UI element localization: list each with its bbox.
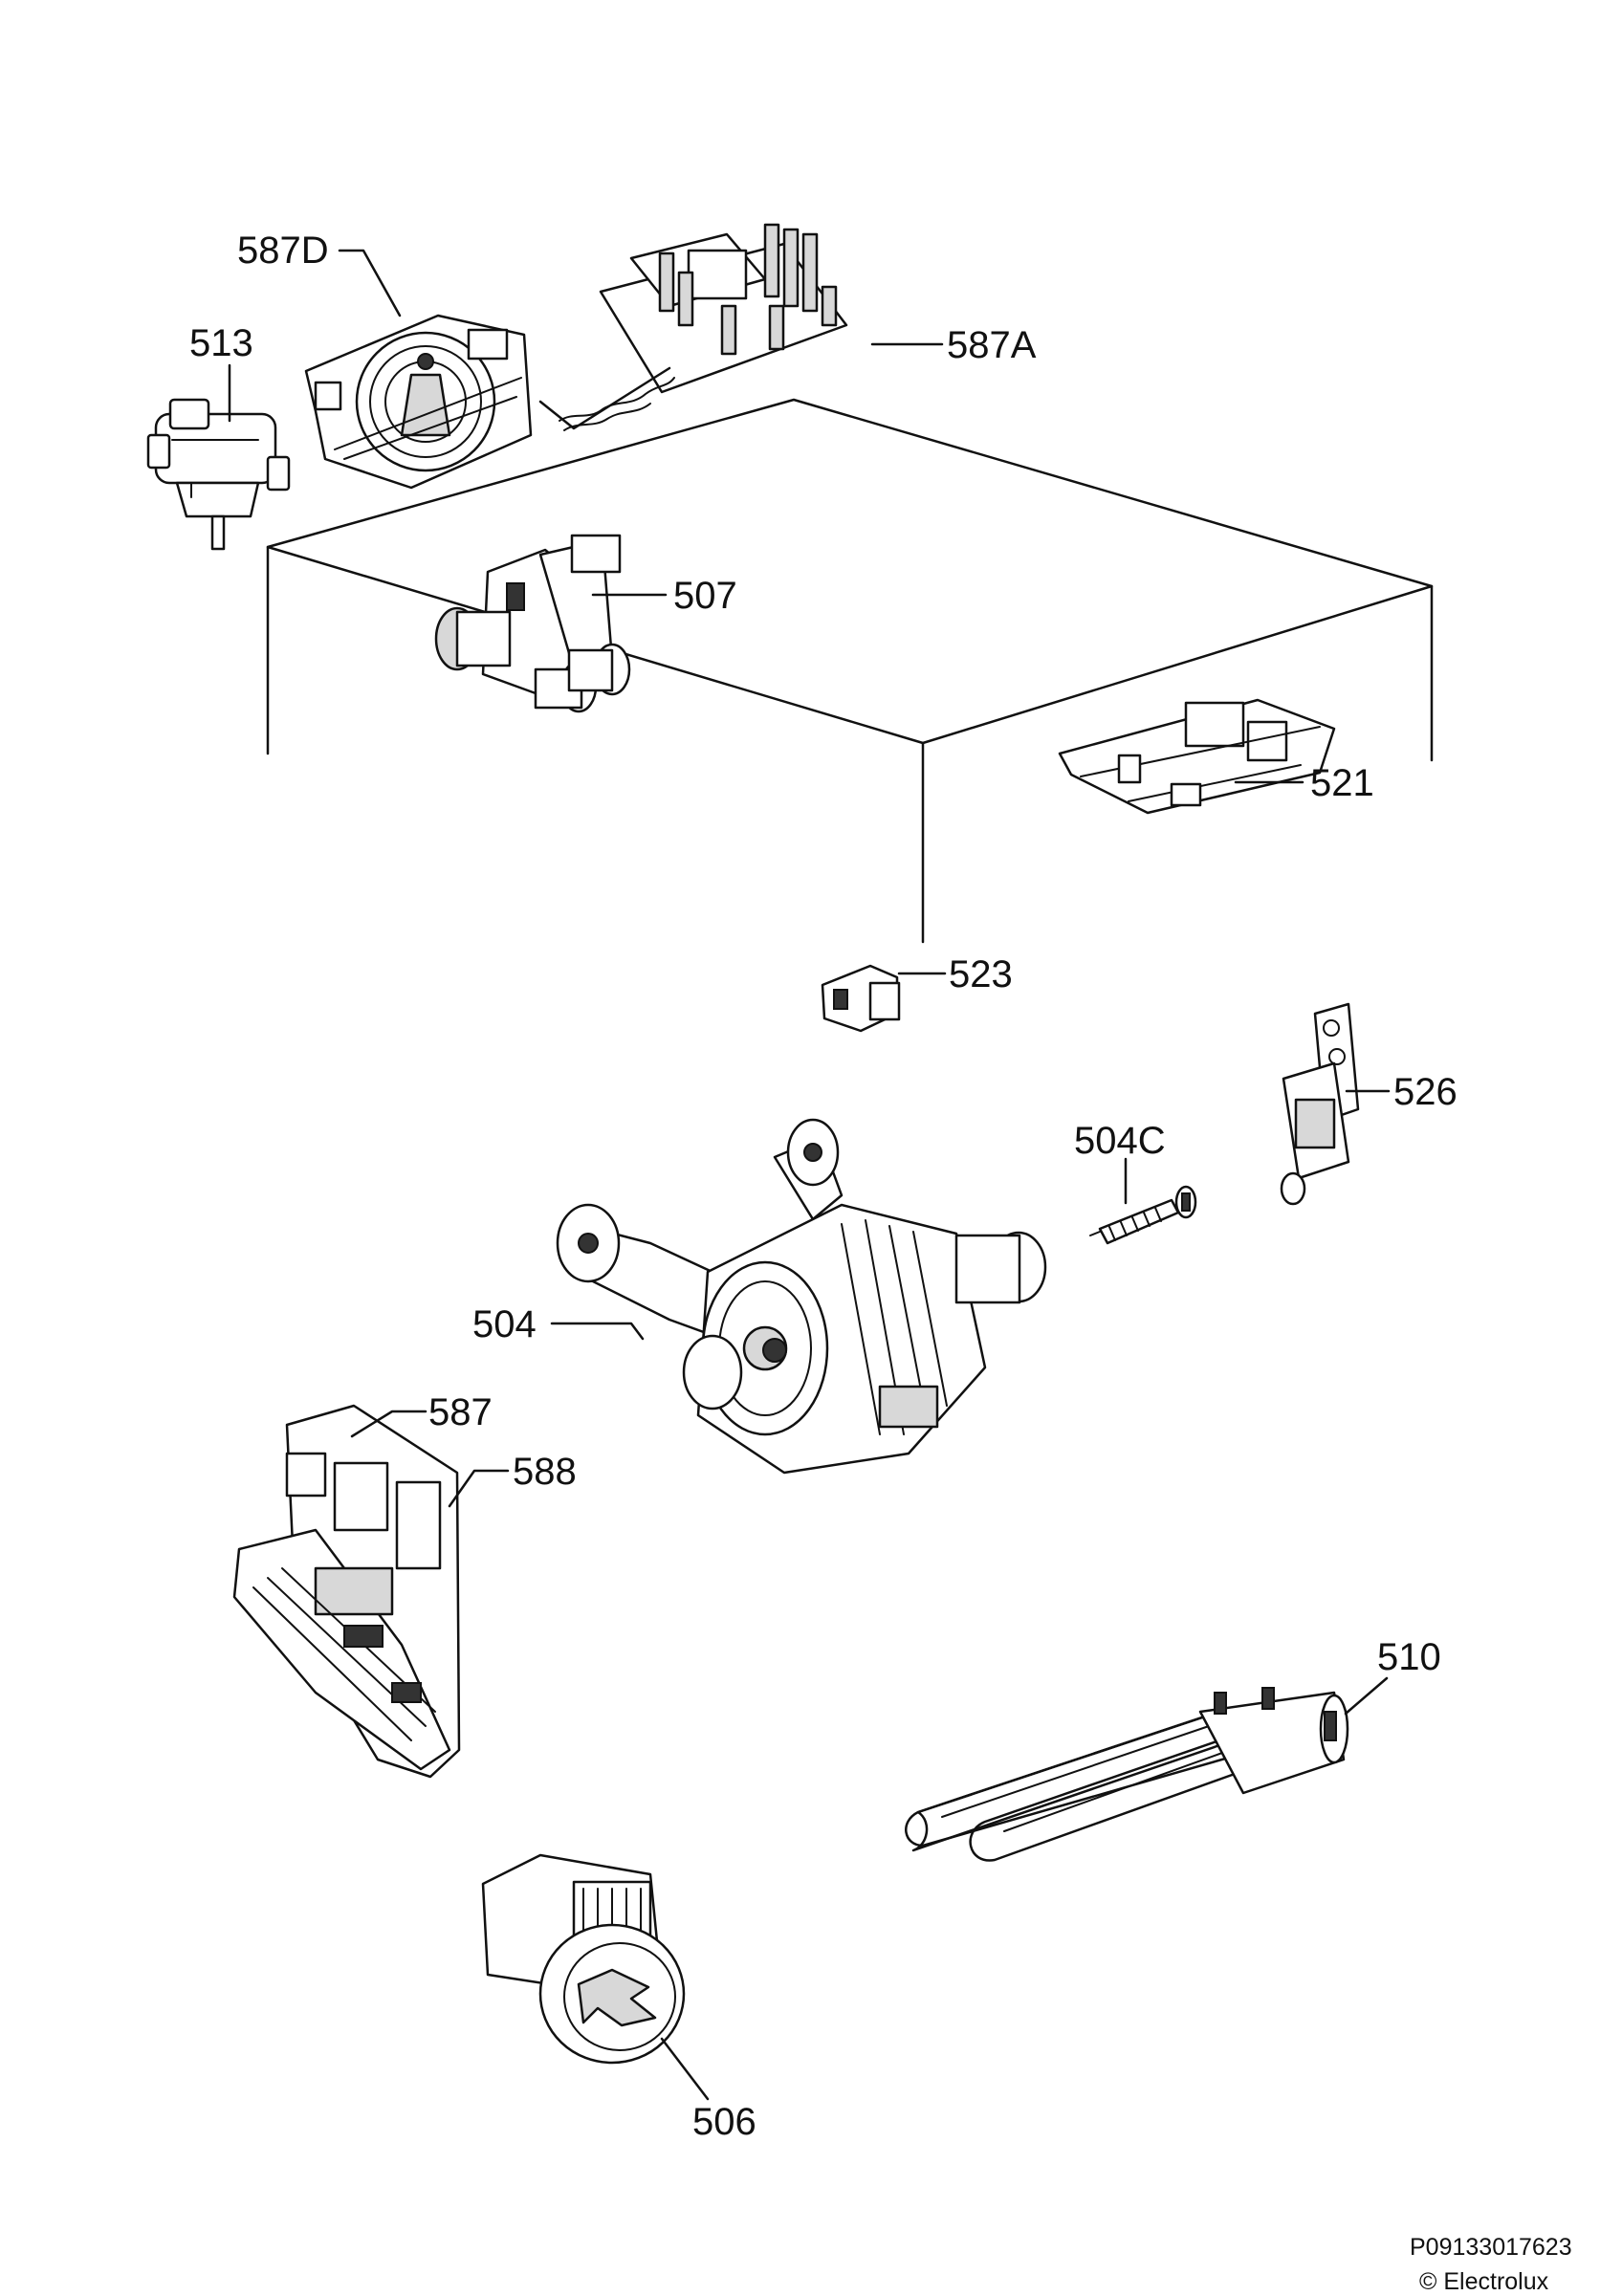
callout-labels: 587D 513 587A 507 521 523 526 504C 504 5… [189,230,1458,2143]
part-587-588-drawing [232,1404,461,1779]
part-526-drawing [1280,1002,1360,1206]
label-510: 510 [1377,1636,1441,1678]
label-504C: 504C [1074,1120,1166,1162]
part-504C-drawing [1089,1185,1197,1245]
leader-lines [228,249,1391,2101]
label-513: 513 [189,322,253,364]
part-521-drawing [1058,698,1336,815]
label-526: 526 [1393,1071,1458,1113]
part-510-drawing [905,1687,1349,1862]
label-507: 507 [673,575,737,617]
cabinet-outline [266,398,1434,944]
part-587D-drawing [304,314,533,490]
label-587D: 587D [237,230,329,272]
part-507-drawing [434,534,631,713]
copyright-notice: © Electrolux [1419,2268,1549,2295]
part-506-drawing [481,1853,686,2065]
label-587: 587 [428,1391,493,1433]
label-506: 506 [692,2101,756,2143]
part-523-drawing [821,964,901,1033]
label-587A: 587A [947,324,1037,366]
label-504: 504 [472,1303,537,1345]
label-588: 588 [513,1451,577,1493]
label-523: 523 [949,953,1013,995]
part-513-drawing [146,398,291,551]
part-504-drawing [556,1118,1047,1475]
label-521: 521 [1310,762,1374,804]
drawing-code: P09133017623 [1410,2234,1572,2261]
part-587A-drawing [538,223,848,431]
connector-pins [658,223,838,356]
